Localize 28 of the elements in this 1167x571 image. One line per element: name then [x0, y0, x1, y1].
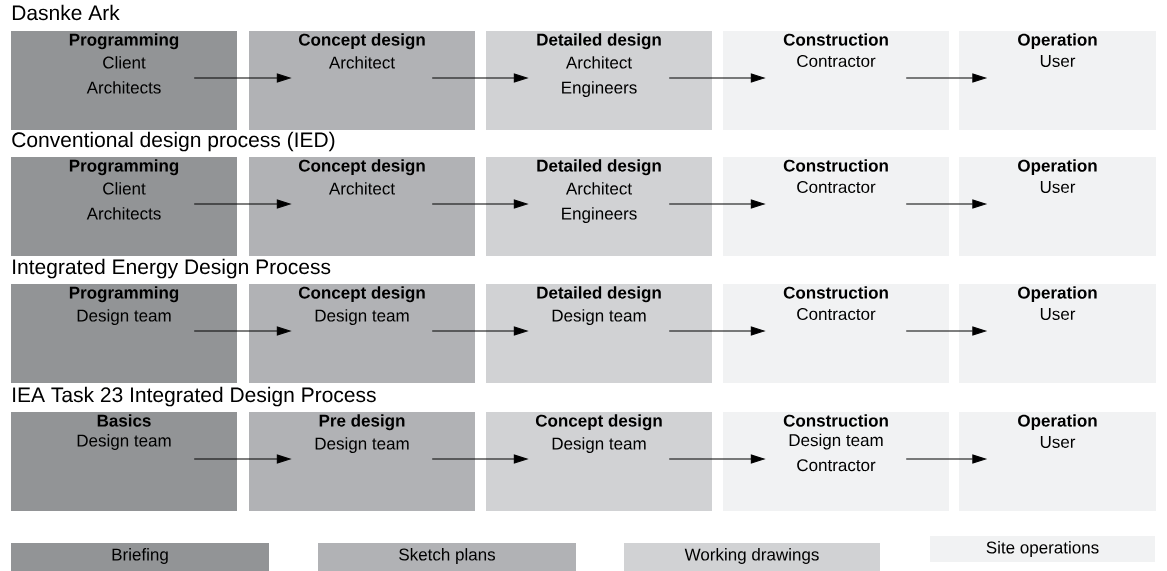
phase-text: Construction Contractor	[783, 33, 888, 68]
phase-text: Programming Design team	[69, 286, 179, 325]
phase-text: Operation User	[1018, 286, 1097, 320]
phase-text: Concept design Architect	[298, 159, 425, 195]
phase-text: Concept design Design team	[535, 414, 662, 453]
legend-label: Site operations	[986, 541, 1099, 557]
row-title: Conventional design process (IED)	[12, 131, 335, 152]
legend-label: Briefing	[112, 548, 168, 564]
phase-text: Pre design Design team	[315, 414, 409, 453]
phase-text: Detailed design Architect Engineers	[537, 159, 661, 223]
phase-text: Construction Contractor	[783, 159, 888, 194]
phase-text: Operation User	[1018, 414, 1097, 448]
phase-text: Construction Design team Contractor	[783, 414, 888, 472]
phase-text: Concept design Architect	[298, 33, 425, 69]
phase-text: Detailed design Design team	[537, 286, 661, 325]
phase-text: Detailed design Architect Engineers	[537, 33, 661, 97]
phase-text: Programming Client Architects	[69, 159, 179, 220]
phase-text: Operation User	[1018, 33, 1097, 67]
row-title: Integrated Energy Design Process	[13, 258, 331, 279]
row-title: IEA Task 23 Integrated Design Process	[13, 386, 376, 407]
phase-text: Operation User	[1018, 159, 1097, 193]
legend-label: Sketch plans	[399, 548, 496, 564]
row-title: Dasnke Ark	[12, 4, 120, 21]
phase-text: Programming Client Architects	[69, 33, 179, 94]
phase-text: Construction Contractor	[783, 286, 888, 321]
phase-text: Basics Design team	[77, 414, 171, 450]
legend-label: Working drawings	[684, 548, 819, 564]
phase-text: Concept design Design team	[298, 286, 425, 325]
